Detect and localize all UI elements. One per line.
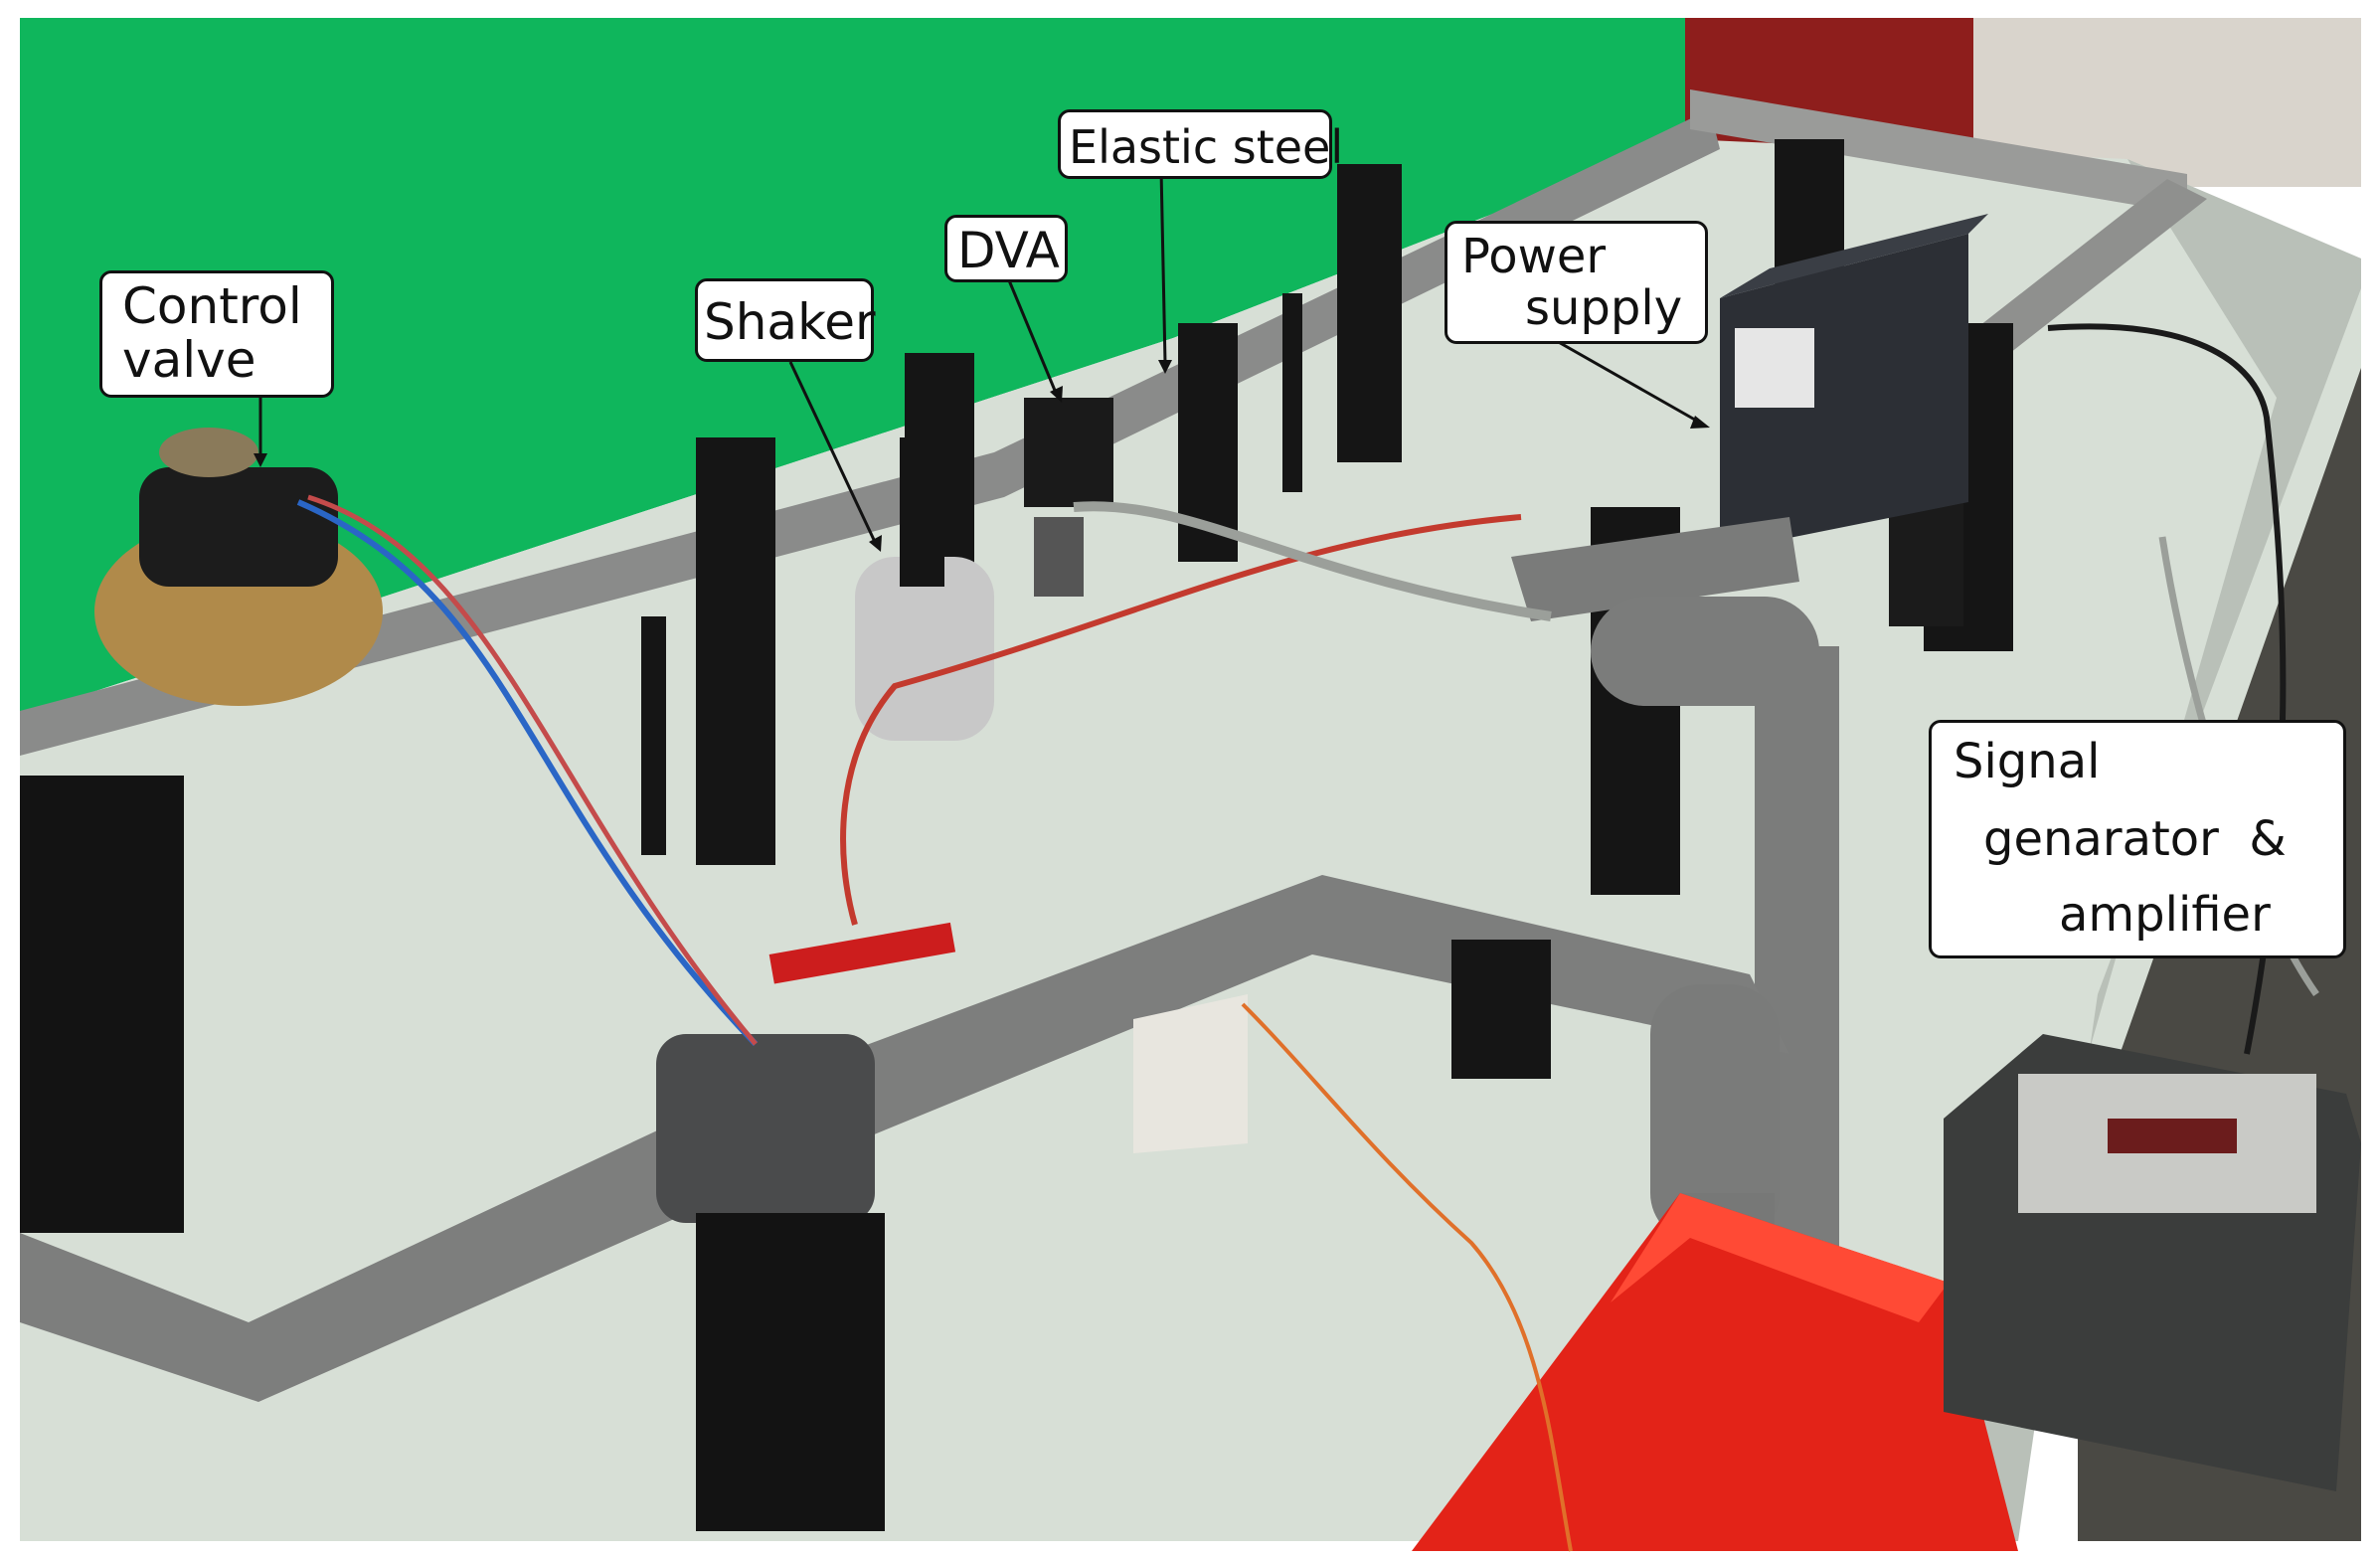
arrow-shaker — [788, 361, 877, 543]
label-control-valve-line-2: valve — [122, 331, 256, 389]
breadboard — [1133, 994, 1248, 1153]
label-power-supply-line-2: supply — [1525, 280, 1683, 336]
arrow-dva — [1007, 279, 1058, 394]
label-shaker: Shaker — [695, 278, 876, 362]
power-supply — [1720, 234, 1968, 552]
label-elastic-steel: Elastic steel — [1058, 109, 1343, 179]
dva — [1024, 398, 1113, 507]
label-signal-generator-line-3: amplifier — [2059, 887, 2271, 943]
label-shaker-text: Shaker — [704, 293, 876, 351]
label-dva-text: DVA — [957, 222, 1060, 279]
label-elastic-steel-text: Elastic steel — [1069, 120, 1344, 174]
label-control-valve: Control valve — [99, 270, 334, 398]
label-power-supply: Power supply — [1445, 221, 1708, 344]
label-power-supply-line-1: Power — [1461, 229, 1607, 284]
front-pipe — [20, 875, 1789, 1402]
label-signal-generator-line-2: genarator & — [1983, 811, 2287, 867]
label-control-valve-line-1: Control — [122, 277, 302, 335]
arrow-elastic-steel — [1159, 168, 1167, 364]
label-signal-generator: Signal genarator & amplifier — [1929, 720, 2346, 958]
label-signal-generator-line-1: Signal — [1954, 734, 2101, 789]
green-backdrop — [20, 18, 1685, 716]
support — [696, 437, 775, 865]
label-dva: DVA — [944, 215, 1068, 282]
ball-valve — [656, 1034, 875, 1223]
